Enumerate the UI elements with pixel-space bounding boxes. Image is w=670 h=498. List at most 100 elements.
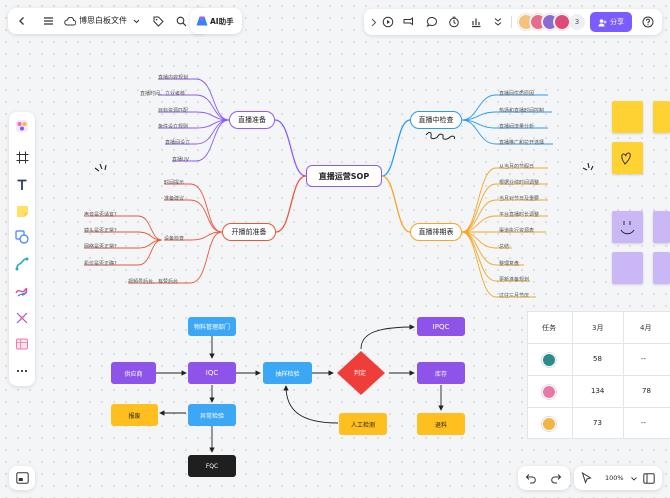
clock-icon[interactable] xyxy=(447,15,461,29)
mindmap-leaf[interactable]: 目标资源匹配 xyxy=(158,108,189,114)
flow-node[interactable]: 抽样检验 xyxy=(263,362,312,384)
double-chevron-icon[interactable] xyxy=(491,15,505,29)
flow-node[interactable]: IPQC xyxy=(417,317,465,336)
table-cell: 78 xyxy=(642,387,651,395)
mindmap-leaf[interactable]: 直播UV xyxy=(172,157,190,163)
minimap-icon xyxy=(15,471,29,485)
tag-icon[interactable] xyxy=(151,14,165,28)
flow-node[interactable]: 供应商 xyxy=(111,362,156,384)
chart-icon[interactable] xyxy=(469,15,483,29)
sticky-note[interactable] xyxy=(612,252,643,284)
back-icon[interactable] xyxy=(14,13,30,29)
mindmap-leaf[interactable]: 根据业绩时间调整 xyxy=(499,180,540,186)
mindmap-leaf[interactable]: 热场和直播时间控制 xyxy=(499,108,545,114)
flow-node[interactable]: 人工检测 xyxy=(339,413,387,435)
mindmap-leaf[interactable]: 声音是否适宜? xyxy=(84,212,117,218)
flow-node-label: 抽样检验 xyxy=(275,370,300,378)
more-icon[interactable] xyxy=(14,363,30,379)
sticky-note[interactable] xyxy=(653,252,670,284)
collaborator-count: 3 xyxy=(574,18,580,26)
mindmap-leaf[interactable]: 时间提示 xyxy=(164,180,185,186)
mindmap-leaf[interactable]: 直播推广和拉开选择 xyxy=(499,140,545,146)
mindmap-leaf[interactable]: 平台直播时长调整 xyxy=(499,212,540,218)
sticky-note[interactable] xyxy=(612,101,643,133)
chevron-down-icon[interactable] xyxy=(630,475,638,483)
avatar xyxy=(542,353,556,367)
sticky-note[interactable] xyxy=(653,211,670,243)
flow-node-label: 判定 xyxy=(354,370,367,377)
present-icon[interactable] xyxy=(381,15,395,29)
mindmap-leaf[interactable]: 直播间设立 xyxy=(165,140,191,146)
mindmap-branch[interactable]: 直播排期表 xyxy=(410,223,462,241)
mindmap-leaf[interactable]: 直播时间、立业考核 xyxy=(140,91,186,97)
shape-icon[interactable] xyxy=(14,229,30,245)
mindmap-branch[interactable]: 开播前准备 xyxy=(222,223,276,241)
template-icon[interactable] xyxy=(14,118,30,134)
chevron-right-icon[interactable] xyxy=(368,15,380,29)
mindmap-branch-label: 直播中检查 xyxy=(418,116,454,124)
data-table[interactable]: 任务 3月 4月 58 -- 134 78 73 -- xyxy=(527,311,670,439)
add-user-icon xyxy=(598,18,607,26)
mindmap-leaf[interactable]: 条件设立规则 xyxy=(158,124,189,130)
table-icon[interactable] xyxy=(14,336,30,352)
sticky-note[interactable] xyxy=(612,142,643,174)
mindmap-branch[interactable]: 直播准备 xyxy=(229,111,275,129)
mindmap-leaf[interactable]: 直播间优质原因 xyxy=(499,91,535,97)
flow-decision[interactable]: 判定 xyxy=(337,351,385,395)
mindmap-branch[interactable]: 直播中检查 xyxy=(410,111,462,129)
smile-doodle-icon xyxy=(620,221,635,235)
search-icon[interactable] xyxy=(174,14,188,28)
sticky-note[interactable] xyxy=(612,211,643,243)
pen-icon[interactable] xyxy=(14,283,30,299)
collaborator-count-badge[interactable]: 3 xyxy=(569,14,585,30)
comment-icon[interactable] xyxy=(425,15,439,29)
fit-screen-icon[interactable] xyxy=(642,471,656,485)
ai-assistant-button[interactable]: AI助手 xyxy=(190,8,242,34)
share-button[interactable]: 分享 xyxy=(590,12,632,32)
chevron-down-icon[interactable] xyxy=(131,16,141,26)
mindmap-leaf[interactable]: 过往三月节庆 xyxy=(499,293,530,299)
mindmap-leaf[interactable]: 镜头是否正常? xyxy=(84,228,117,234)
doc-title[interactable]: 博思白板文件 xyxy=(79,16,127,25)
flow-node[interactable]: 库存 xyxy=(417,362,465,384)
flow-node[interactable]: 物料管理部门 xyxy=(188,317,236,336)
mindmap-leaf[interactable]: 机位是否正确? xyxy=(84,261,117,267)
mindmap-leaf[interactable]: 整理复盘 xyxy=(499,261,520,267)
connector-icon[interactable] xyxy=(14,256,30,272)
mindmap-root[interactable]: 直播运营SOP xyxy=(306,165,382,187)
minimap-button[interactable] xyxy=(9,466,35,490)
menu-icon[interactable] xyxy=(40,13,56,29)
help-icon[interactable] xyxy=(641,15,655,29)
flow-node[interactable]: IQC xyxy=(188,362,236,384)
mindmap-leaf[interactable]: 直播内容规划 xyxy=(158,75,189,81)
undo-icon[interactable] xyxy=(524,471,538,485)
timer-icon[interactable] xyxy=(401,15,415,29)
flow-node-label: FQC xyxy=(205,462,219,470)
mindmap-leaf[interactable]: 更新准备规划 xyxy=(499,277,530,283)
mindmap-leaf[interactable]: 网络是否正常? xyxy=(84,244,117,250)
mindmap-leaf[interactable]: 设备检查 xyxy=(164,236,185,242)
table-row[interactable] xyxy=(528,376,670,408)
flow-node[interactable]: 报废 xyxy=(111,404,158,426)
table-row[interactable] xyxy=(528,344,670,376)
sticky-note-icon[interactable] xyxy=(14,203,30,219)
flow-node[interactable]: FQC xyxy=(188,455,236,477)
mindmap-leaf[interactable]: 当月对节日及重要 xyxy=(499,196,540,202)
redo-icon[interactable] xyxy=(549,471,563,485)
mindmap-leaf[interactable]: 总结 xyxy=(499,244,510,250)
text-icon[interactable] xyxy=(14,177,30,193)
mindmap-icon[interactable] xyxy=(14,310,30,326)
frame-icon[interactable] xyxy=(14,149,30,165)
zoom-level[interactable]: 100% xyxy=(605,474,624,482)
mindmap-leaf[interactable]: 准备建议 xyxy=(164,196,185,202)
flow-node[interactable]: 退料 xyxy=(417,413,465,435)
flow-node-label: 报废 xyxy=(128,412,141,420)
mindmap-leaf[interactable]: 直播间流量分析 xyxy=(499,124,535,130)
sticky-note[interactable] xyxy=(653,101,670,133)
mindmap-leaf[interactable]: 视频号后台、有赞后台 xyxy=(128,279,179,285)
mindmap-leaf[interactable]: 从当月的节假日 xyxy=(499,164,535,170)
cursor-icon[interactable] xyxy=(579,471,593,485)
mindmap-leaf[interactable]: 渠道执行资源表 xyxy=(499,228,535,234)
flow-node[interactable]: 异常检验 xyxy=(188,404,236,426)
